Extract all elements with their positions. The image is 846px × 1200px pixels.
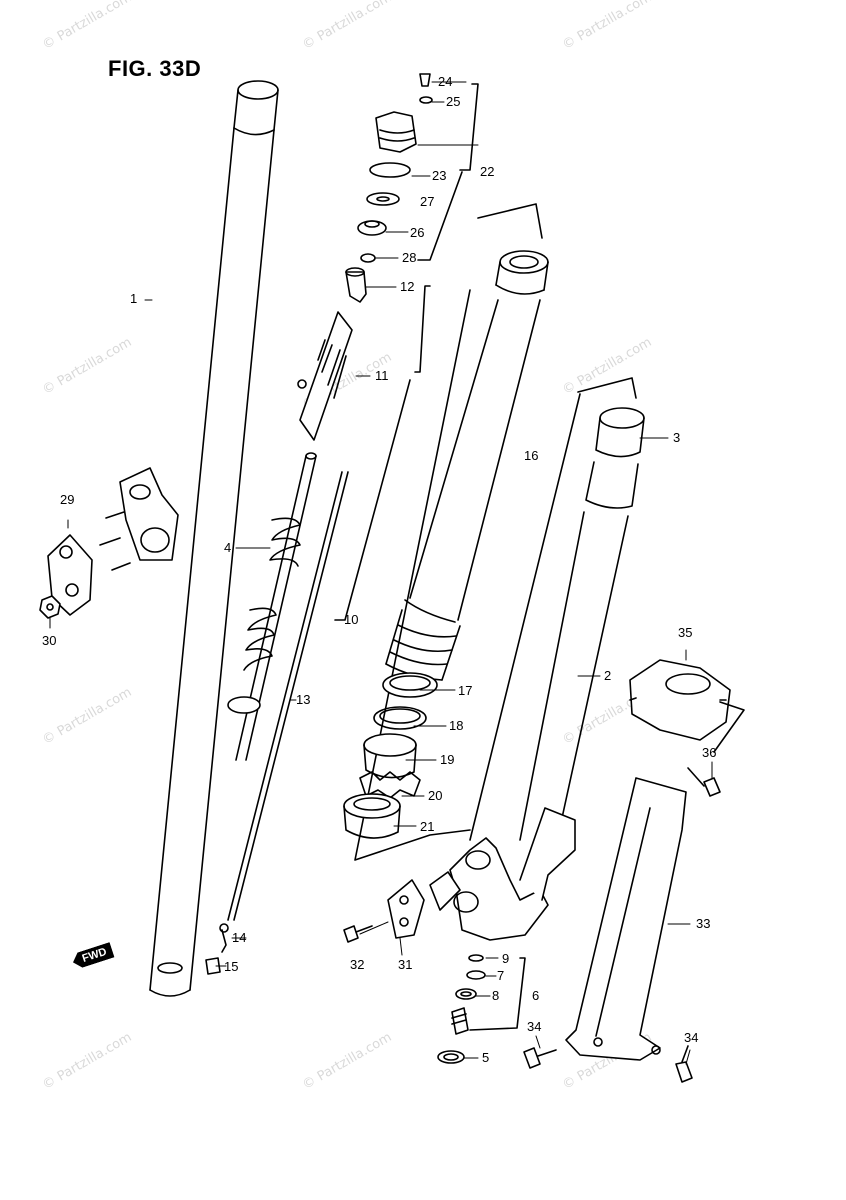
callout-16: 16 — [524, 448, 539, 463]
washer-25 — [419, 96, 433, 104]
ring-7 — [466, 970, 486, 980]
callout-2: 2 — [604, 668, 612, 683]
callout-13: 13 — [296, 692, 311, 707]
washer-27 — [366, 192, 400, 206]
callout-30: 30 — [42, 633, 57, 648]
callout-9: 9 — [502, 951, 510, 966]
callout-35: 35 — [678, 625, 693, 640]
callout-10: 10 — [344, 612, 359, 627]
bracket-31 — [387, 879, 425, 939]
callout-4: 4 — [224, 540, 232, 555]
bolt-34 — [523, 1047, 557, 1069]
callout-6: 6 — [532, 988, 540, 1003]
callout-34: 34 — [527, 1019, 542, 1034]
inner-tube-2 — [519, 407, 645, 851]
callout-17: 17 — [458, 683, 473, 698]
ring-18 — [373, 706, 427, 730]
drain-bolt-6 — [451, 1007, 469, 1035]
callout-18: 18 — [449, 718, 464, 733]
bolt-32 — [343, 925, 373, 943]
stopper-ring-20 — [359, 771, 421, 799]
washer-9 — [468, 954, 484, 962]
callout-8: 8 — [492, 988, 500, 1003]
o-ring-5 — [437, 1050, 465, 1064]
callout-23: 23 — [432, 168, 447, 183]
fork-bottom-leg — [429, 807, 576, 941]
callout-19: 19 — [440, 752, 455, 767]
callout-11: 11 — [375, 368, 389, 383]
cap-bolt-22 — [375, 111, 417, 153]
bolt-36 — [687, 767, 721, 797]
callout-5: 5 — [482, 1050, 490, 1065]
figure-title: FIG. 33D — [108, 56, 202, 81]
callout-31: 31 — [398, 957, 413, 972]
dust-seal-21 — [343, 793, 401, 839]
callout-29: 29 — [60, 492, 75, 507]
nut-30 — [39, 595, 61, 619]
callout-33: 33 — [696, 916, 711, 931]
callout-14: 14 — [232, 930, 247, 945]
group-outline-16 — [354, 203, 543, 861]
callout-26: 26 — [410, 225, 425, 240]
group-bracket-22 — [417, 83, 479, 261]
fork-guard-33 — [565, 777, 687, 1061]
callout-12: 12 — [400, 279, 415, 294]
callout-20: 20 — [428, 788, 443, 803]
gasket-8 — [455, 988, 477, 1000]
left-fork-inner-tube — [149, 80, 279, 997]
callout-3: 3 — [673, 430, 681, 445]
damper-cylinder-11 — [297, 311, 353, 441]
bolt-24 — [419, 73, 431, 87]
group-outline-2 — [469, 377, 637, 841]
outer-tube-16 — [385, 250, 549, 681]
spacer-26 — [357, 220, 387, 236]
group-bracket-10 — [334, 285, 431, 621]
spring-4 — [227, 517, 301, 714]
caliper-bracket — [47, 534, 93, 616]
callout-28: 28 — [402, 250, 417, 265]
callout-7: 7 — [497, 968, 505, 983]
leader-lines — [49, 81, 713, 1065]
callout-36: 36 — [702, 745, 717, 760]
callout-22: 22 — [480, 164, 495, 179]
group-bracket-6 — [469, 957, 526, 1031]
group-bracket-35 — [713, 701, 745, 753]
rod-13 — [227, 471, 349, 921]
fork-clamp-35 — [629, 659, 731, 741]
oil-seal-17 — [382, 672, 438, 698]
callout-21: 21 — [420, 819, 435, 834]
callout-27: 27 — [420, 194, 435, 209]
damper-rod — [235, 452, 317, 761]
left-tube-clamp — [99, 467, 179, 571]
callout-32: 32 — [350, 957, 365, 972]
callout-24: 24 — [438, 74, 453, 89]
washer-15 — [205, 957, 221, 975]
cap-12 — [345, 267, 367, 303]
bolt-34-right — [675, 1045, 693, 1083]
ring-28 — [360, 253, 376, 263]
callout-34-right: 34 — [684, 1030, 699, 1045]
callout-25: 25 — [446, 94, 461, 109]
callout-1: 1 — [130, 291, 138, 306]
oil-seal-19 — [363, 733, 417, 779]
o-ring-23 — [369, 162, 411, 178]
bolt-14 — [219, 923, 229, 953]
callout-15: 15 — [224, 959, 239, 974]
